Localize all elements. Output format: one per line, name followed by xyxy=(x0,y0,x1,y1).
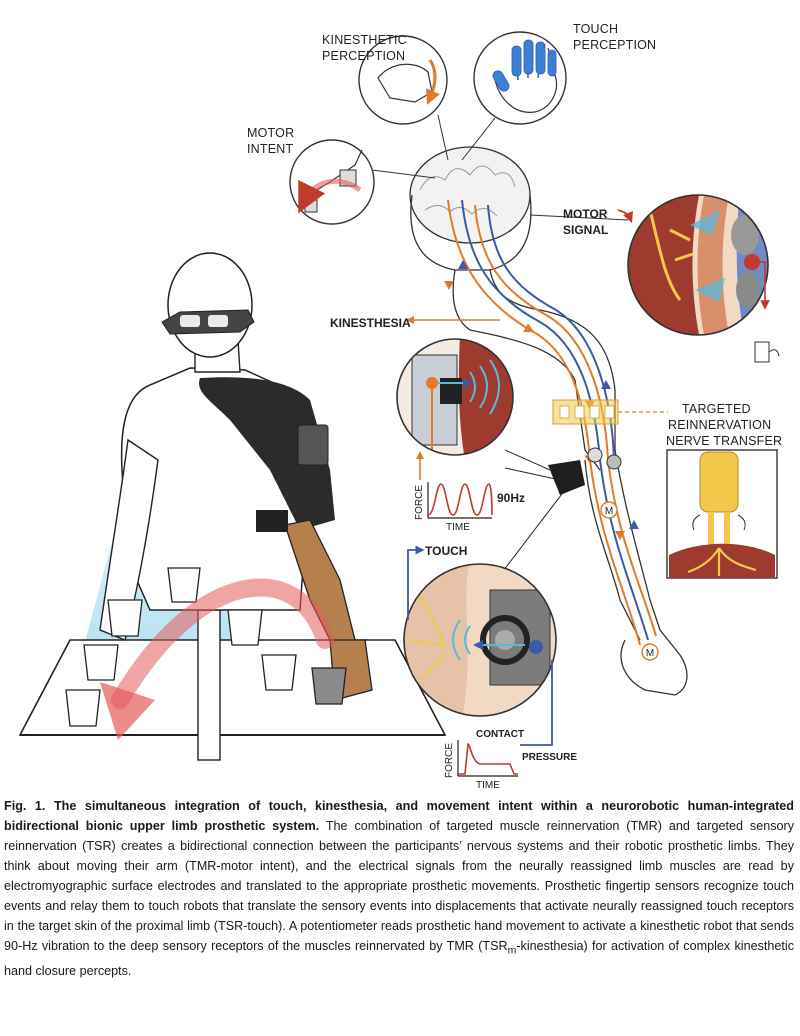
contact-label: CONTACT xyxy=(476,729,524,740)
nerve-transfer-inset: TARGETED REINNERVATION NERVE TRANSFER xyxy=(666,402,782,579)
label-motor: MOTOR xyxy=(247,126,294,140)
motion-arrow xyxy=(111,578,334,709)
caption-tail: -kinesthesia) for activation of complex … xyxy=(4,939,794,978)
force-axis-label-2: FORCE xyxy=(444,743,455,778)
kinesthesia-zoom: KINESTHESIA xyxy=(330,316,551,480)
kinesthetic-perception-bubble: KINESTHETIC PERCEPTION xyxy=(322,33,449,161)
label-nerve-transfer: NERVE TRANSFER xyxy=(666,434,782,448)
nerve-orange-1 xyxy=(447,199,641,646)
harness xyxy=(199,377,335,530)
figure-illustration: M M KINESTHETIC PERCEPTION TOUCH PERCEPT… xyxy=(18,22,782,790)
motor-signal-zoom: MOTOR SIGNAL xyxy=(529,194,780,363)
brain xyxy=(409,146,531,244)
motor-intent-bubble: MOTOR INTENT xyxy=(247,126,436,225)
time-axis-label-2: TIME xyxy=(476,780,500,790)
frequency-label: 90Hz xyxy=(497,491,525,505)
time-axis-label: TIME xyxy=(446,522,470,533)
label-kinesthesia: KINESTHESIA xyxy=(330,316,411,330)
label-targeted: TARGETED xyxy=(682,402,751,416)
caption-body: The combination of targeted muscle reinn… xyxy=(4,819,794,953)
caption-subscript: m xyxy=(507,944,517,957)
pressure-label: PRESSURE xyxy=(522,752,577,763)
table-post xyxy=(197,609,221,761)
touch-perception-bubble: TOUCH PERCEPTION xyxy=(461,22,656,161)
label-touch: TOUCH xyxy=(573,22,618,36)
m-marker-2: M xyxy=(646,648,654,659)
force-axis-label: FORCE xyxy=(414,485,425,520)
label-kinesthetic-perception: PERCEPTION xyxy=(322,49,405,63)
label-touch-signal: TOUCH xyxy=(425,544,467,558)
label-motor-signal-2: SIGNAL xyxy=(563,223,608,237)
figure-caption: Fig. 1. The simultaneous integration of … xyxy=(4,796,794,981)
vibration-inset: FORCE TIME 90Hz xyxy=(414,482,525,533)
label-motor-signal-1: MOTOR xyxy=(563,207,608,221)
controller-box xyxy=(548,460,585,495)
m-marker-1: M xyxy=(605,506,613,517)
label-kinesthetic: KINESTHETIC xyxy=(322,33,407,47)
cups xyxy=(65,567,347,727)
head xyxy=(167,252,253,358)
label-reinnervation: REINNERVATION xyxy=(668,418,771,432)
participant-illustration xyxy=(18,252,447,761)
pressure-inset: FORCE TIME CONTACT PRESSURE xyxy=(444,729,577,790)
vibration-waveform xyxy=(427,483,493,516)
body-outline: M M xyxy=(409,146,688,696)
motor-icon xyxy=(754,341,770,363)
label-motor-intent: INTENT xyxy=(247,142,294,156)
pressure-waveform xyxy=(458,743,518,775)
touch-zoom: TOUCH xyxy=(403,544,557,746)
caption-title: Fig. 1. The simultaneous integration of … xyxy=(4,799,794,833)
label-touch-perception: PERCEPTION xyxy=(573,38,656,52)
figure: M M KINESTHETIC PERCEPTION TOUCH PERCEPT… xyxy=(18,22,782,790)
nerve-blue-1 xyxy=(461,199,649,641)
